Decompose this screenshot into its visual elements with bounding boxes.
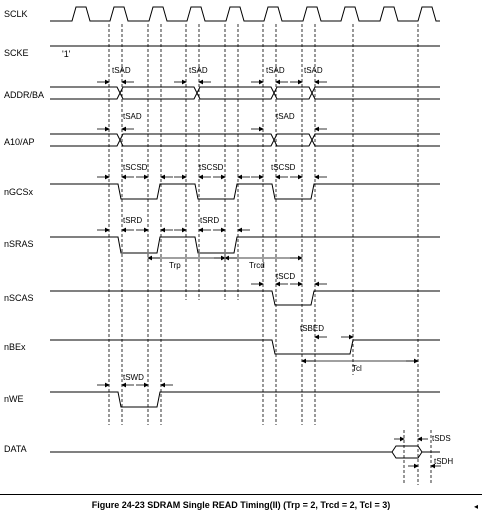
sclk-wave xyxy=(50,6,440,22)
ngcs-wave xyxy=(50,183,440,200)
tsrd-label-2: tSRD xyxy=(200,216,219,225)
tsad-a10-label-2: tSAD xyxy=(276,112,295,121)
nbe-label: nBEx xyxy=(4,342,26,352)
tscsd-label-2: tSCSD xyxy=(199,163,224,172)
tsad-label-1: tSAD xyxy=(112,66,131,75)
tsad-label-2: tSAD xyxy=(189,66,208,75)
caption-divider xyxy=(0,494,482,495)
tsad-label-3: tSAD xyxy=(266,66,285,75)
nsras-wave xyxy=(50,236,440,254)
nwe-wave xyxy=(50,391,440,408)
tscd-label: tSCD xyxy=(276,272,295,281)
corner-arrow-icon: ◂ xyxy=(474,502,479,511)
trp-label: Trp xyxy=(169,261,181,270)
trcd-label: Trcd xyxy=(249,261,265,270)
tcl-label: Tcl xyxy=(352,364,362,373)
scke-label: SCKE xyxy=(4,48,29,58)
data-label: DATA xyxy=(4,444,27,454)
data-bus xyxy=(50,445,440,459)
timing-diagram: SCLK SCKE '1' ADDR/BA A10/AP nGCSx nSRAS… xyxy=(4,6,453,485)
tsad-a10-label-1: tSAD xyxy=(123,112,142,121)
nwe-label: nWE xyxy=(4,394,24,404)
ngcs-label: nGCSx xyxy=(4,187,34,197)
nsras-label: nSRAS xyxy=(4,239,34,249)
nscas-label: nSCAS xyxy=(4,293,34,303)
tsdh-label: tSDH xyxy=(434,457,453,466)
tscsd-label-3: tSCSD xyxy=(271,163,296,172)
a10-label: A10/AP xyxy=(4,137,35,147)
a10-bus xyxy=(50,133,440,147)
tsds-label: tSDS xyxy=(432,434,451,443)
nbe-wave xyxy=(50,339,440,355)
tswd-label: tSWD xyxy=(123,373,144,382)
scke-value-label: '1' xyxy=(62,49,71,59)
sclk-label: SCLK xyxy=(4,9,28,19)
addr-label: ADDR/BA xyxy=(4,90,44,100)
tsbed-label: tSBED xyxy=(300,324,324,333)
tsad-label-4: tSAD xyxy=(304,66,323,75)
nscas-wave xyxy=(50,290,440,306)
tsrd-label-1: tSRD xyxy=(123,216,142,225)
guide-lines xyxy=(108,24,432,485)
addr-bus xyxy=(50,86,440,100)
tscsd-label-1: tSCSD xyxy=(123,163,148,172)
figure-caption: Figure 24-23 SDRAM Single READ Timing(II… xyxy=(91,500,391,510)
timing-annotations: tSAD tSAD tSAD tSAD tSAD tSAD tSCSD tSCS… xyxy=(97,66,453,469)
